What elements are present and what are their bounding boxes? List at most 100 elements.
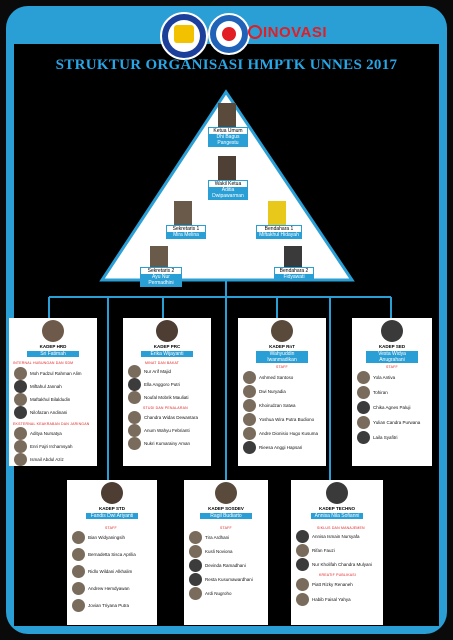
member-avatar: [243, 385, 256, 398]
ketua-photo: [218, 103, 236, 127]
member-name: Maftakhul Bilaldudin: [30, 397, 71, 402]
sed-head-photo: [381, 320, 403, 342]
member-name: Annisa Ismain Nursyafa: [312, 534, 360, 539]
member-avatar: [296, 530, 309, 543]
inovasi-icon: [248, 25, 262, 39]
member-avatar: [243, 427, 256, 440]
std-sub-1: STAFF: [105, 526, 117, 530]
division-card-std: KADEP STD Fandis Dwi Ariyanti STAFF Bian…: [67, 480, 157, 625]
member-name: Resta Kusumawardhani: [205, 577, 253, 582]
member-name: Khoirudzan Satwa: [259, 403, 296, 408]
member-avatar: [357, 431, 370, 444]
member-avatar: [357, 401, 370, 414]
std-head-label: KADEP STD: [99, 506, 125, 511]
member-avatar: [14, 380, 27, 393]
member-name: Ella Anggoro Putri: [144, 382, 181, 387]
member-avatar: [128, 391, 141, 404]
member-name: Ridlo Wildani Alkhalim: [88, 569, 133, 574]
member-avatar: [128, 411, 141, 424]
member-avatar: [243, 399, 256, 412]
rnt-head-label: KADEP RnT: [269, 344, 295, 349]
division-card-hrd: KADEP HRD Sri Fatimah INTERNAL HUBUNGAN …: [9, 318, 97, 466]
member-avatar: [357, 416, 370, 429]
member-name: Andrew Hemdyawan: [88, 586, 130, 591]
member-avatar: [14, 367, 27, 380]
unnes-logo: [160, 12, 208, 60]
prc-head-name: Erika Wijayanti: [141, 351, 193, 357]
member-avatar: [128, 424, 141, 437]
member-avatar: [296, 558, 309, 571]
member-avatar: [189, 559, 202, 572]
sekretaris1-photo: [174, 201, 192, 225]
sed-head-label: KADEP SED: [378, 344, 406, 349]
hrd-sub-1: INTERNAL HUBUNGAN DAN SDM: [13, 361, 74, 365]
prc-head-label: KADEP PRC: [153, 344, 181, 349]
member-avatar: [128, 378, 141, 391]
rnt-sub-1: STAFF: [276, 365, 288, 369]
sosdev-head-photo: [215, 482, 237, 504]
member-name: Miftahul Jannah: [30, 384, 62, 389]
member-name: Bernadetta Sisca Aprilia: [88, 552, 136, 557]
sosdev-head-name: Ragil Budiarto: [200, 513, 252, 519]
member-avatar: [357, 386, 370, 399]
sosdev-head-label: KADEP SOSDEV: [208, 506, 244, 511]
hrd-head-photo: [42, 320, 64, 342]
sosdev-sub-1: STAFF: [220, 526, 232, 530]
sekretaris2-photo: [150, 246, 168, 270]
member-avatar: [128, 365, 141, 378]
member-avatar: [14, 393, 27, 406]
member-name: Ashmed Santoso: [259, 375, 294, 380]
member-avatar: [189, 531, 202, 544]
member-avatar: [357, 371, 370, 384]
member-avatar: [72, 565, 85, 578]
member-avatar: [14, 427, 27, 440]
division-card-techno: KADEP TECHNO Annisa Nila Sofianni SIKLUS…: [291, 480, 383, 625]
member-name: Nilofazan Andinani: [30, 410, 68, 415]
member-name: Jovian Triyana Putra: [88, 603, 130, 608]
inovasi-logo: INOVASI: [248, 24, 327, 41]
member-avatar: [189, 573, 202, 586]
techno-head-photo: [326, 482, 348, 504]
hrd-head-name: Sri Fatimah: [27, 351, 79, 357]
wakil-photo: [218, 156, 236, 180]
member-avatar: [72, 548, 85, 561]
hrd-sub-2: EKSTERNAL KEAKRABAN DAN JARINGAN: [13, 422, 90, 426]
member-avatar: [243, 441, 256, 454]
member-avatar: [14, 453, 27, 466]
techno-head-label: KADEP TECHNO: [319, 506, 355, 511]
division-card-sosdev: KADEP SOSDEV Ragil Budiarto STAFF Tira A…: [184, 480, 268, 625]
hmptk-logo: [208, 13, 250, 55]
prc-head-photo: [156, 320, 178, 342]
sed-sub-1: STAFF: [386, 365, 398, 369]
member-name: Rifan Fauzi: [312, 548, 335, 553]
sed-head-name: Vesta Widya Anugrahani: [366, 351, 418, 363]
techno-sub-2: KREATIF PUBLIKASI: [319, 573, 356, 577]
prc-sub-2: STUDI DAN PENALARAN: [143, 406, 188, 410]
std-head-name: Fandis Dwi Ariyanti: [86, 513, 138, 519]
member-avatar: [189, 545, 202, 558]
member-name: Dwi Nuryadia: [259, 389, 286, 394]
member-name: Anum Wahyu Febrianti: [144, 428, 190, 433]
member-avatar: [14, 406, 27, 419]
member-name: Ismail Abdul Aziz: [30, 457, 64, 462]
member-avatar: [189, 587, 202, 600]
bendahara2-photo: [284, 246, 302, 270]
bendahara1-photo: [268, 201, 286, 225]
member-avatar: [243, 413, 256, 426]
member-name: Nukri Kumarainy Aman: [144, 441, 191, 446]
member-avatar: [243, 371, 256, 384]
member-avatar: [14, 440, 27, 453]
member-name: Kusli Noviona: [205, 549, 233, 554]
member-name: Chika Agnes Paluji: [373, 405, 411, 410]
member-name: Bian Widyaningsih: [88, 535, 126, 540]
member-name: Habib Faisal Yahya: [312, 597, 351, 602]
division-card-prc: KADEP PRC Erika Wijayanti MINAT DAN BAKA…: [123, 318, 211, 466]
page-title: STRUKTUR ORGANISASI HMPTK UNNES 2017: [55, 57, 398, 73]
techno-sub-1: SIKLUS DAN MANAJEMEN: [317, 526, 365, 530]
member-name: Devinda Ramadhani: [205, 563, 246, 568]
member-name: Yola Antiva: [373, 375, 396, 380]
member-avatar: [128, 437, 141, 450]
